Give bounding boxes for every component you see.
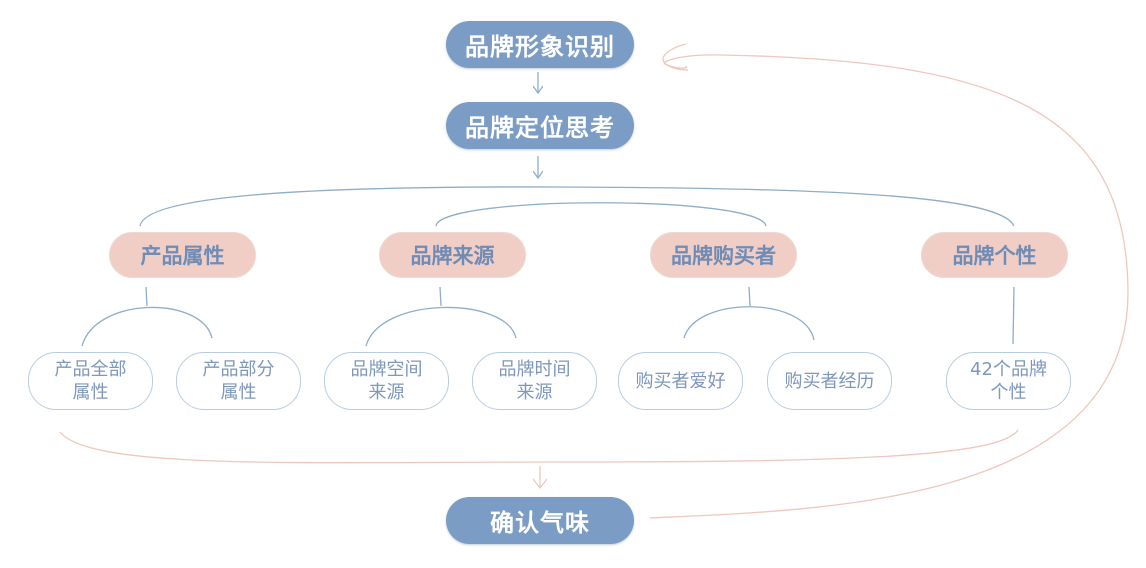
category-brand-buyers: 品牌购买者 [650, 232, 797, 278]
category-brand-origin: 品牌来源 [379, 232, 526, 278]
category-3-children-arc [683, 306, 815, 341]
leaf-line: 购买者爱好 [635, 370, 726, 392]
category-3-connector [748, 286, 751, 307]
leaf-line: 个性 [990, 382, 1027, 403]
leaf-buyer-hobbies: 购买者爱好 [618, 352, 743, 410]
category-brand-personality: 品牌个性 [921, 232, 1068, 278]
node-confirm-scent: 确认气味 [446, 497, 634, 544]
leaf-all-product-attributes: 产品全部属性 [28, 352, 153, 410]
feedback-loop-tail [662, 43, 689, 71]
leaf-line: 产品全部 [54, 359, 127, 380]
leaf-brand-space-origin: 品牌空间来源 [324, 352, 449, 410]
category-1-children-arc [81, 306, 213, 347]
node-brand-identity: 品牌形象识别 [446, 21, 634, 68]
leaf-partial-product-attributes: 产品部分属性 [176, 352, 301, 410]
category-inner-arc [435, 202, 767, 227]
category-brace [139, 186, 1015, 227]
leaf-line: 属性 [220, 382, 257, 403]
leaf-line: 来源 [368, 382, 405, 403]
leaf-line: 来源 [516, 382, 553, 403]
leaf-buyer-experience: 购买者经历 [767, 352, 892, 410]
category-2-connector [439, 286, 442, 307]
leaf-42-brand-personalities: 42个品牌个性 [946, 352, 1071, 410]
category-product-attributes: 产品属性 [109, 232, 256, 278]
leaf-line: 42个品牌 [970, 359, 1047, 380]
leaves-to-confirm-curve [59, 429, 1019, 464]
category-1-connector [145, 286, 148, 307]
feedback-loop-curve [649, 54, 1129, 519]
node-brand-positioning: 品牌定位思考 [446, 102, 634, 149]
leaf-line: 品牌空间 [350, 359, 423, 380]
category-2-children-arc [365, 306, 517, 347]
leaf-line: 产品部分 [202, 359, 275, 380]
leaf-line: 品牌时间 [498, 359, 571, 380]
leaf-brand-time-origin: 品牌时间来源 [472, 352, 597, 410]
category-4-connector [1012, 286, 1015, 345]
leaf-line: 属性 [72, 382, 109, 403]
leaf-line: 购买者经历 [784, 370, 875, 392]
